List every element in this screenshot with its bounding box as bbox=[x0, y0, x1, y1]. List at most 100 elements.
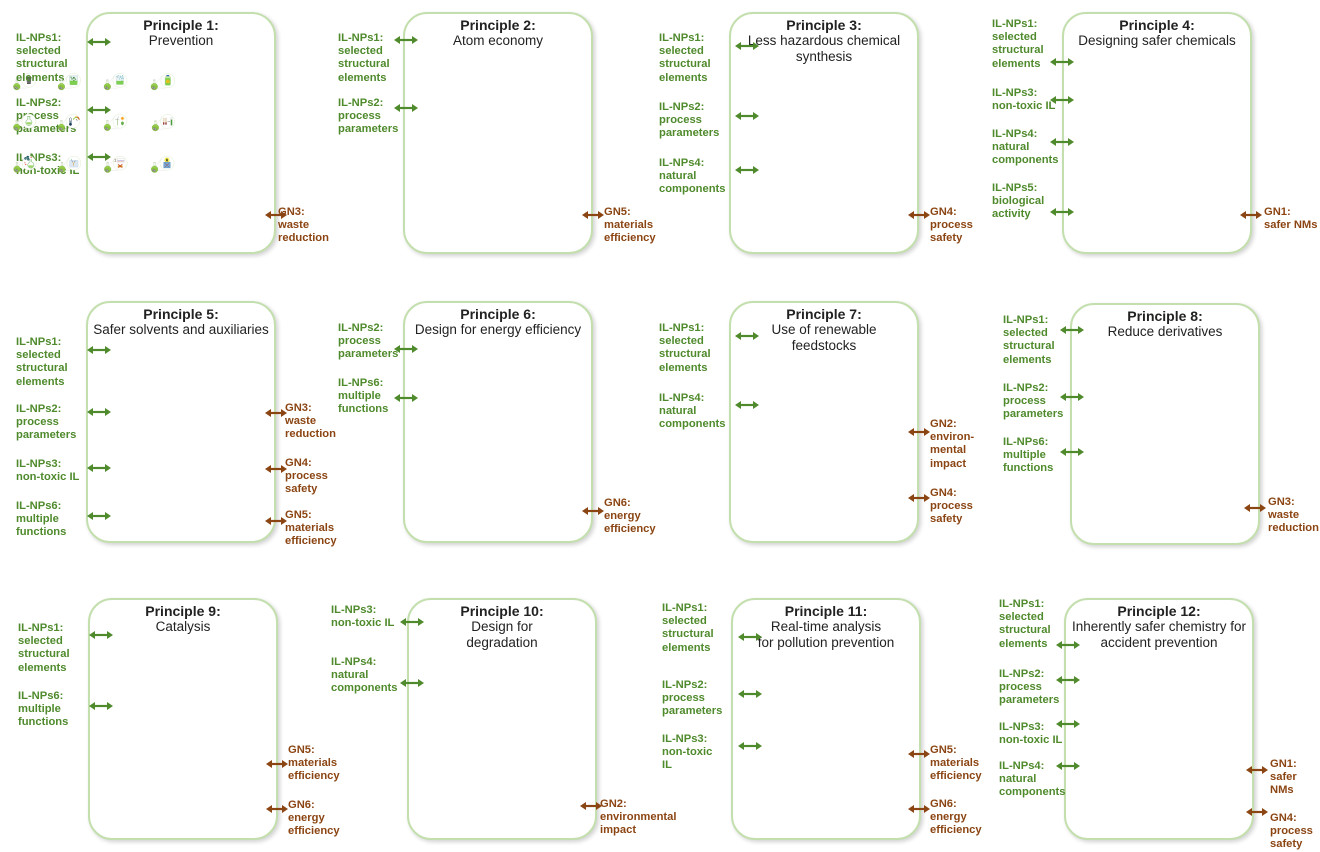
il-nps-label: IL-NPs1:selected structural elements bbox=[999, 598, 1051, 651]
il-nps-description: non-toxic IL bbox=[662, 746, 712, 772]
link-arrow bbox=[908, 494, 930, 502]
il-nps-label: IL-NPs2:process parameters bbox=[16, 403, 76, 443]
il-nps-code: IL-NPs4: bbox=[331, 656, 398, 669]
principle-name: Real-time analysis for pollution prevent… bbox=[737, 619, 915, 651]
il-nps-description: selected structural elements bbox=[18, 635, 70, 675]
gn-label: GN4:process safety bbox=[1270, 812, 1313, 852]
link-arrow bbox=[908, 211, 930, 219]
principle-illustration bbox=[0, 0, 186, 238]
il-nps-label: IL-NPs1:selected structural elements bbox=[992, 18, 1044, 71]
link-arrow bbox=[394, 104, 418, 112]
il-nps-label: IL-NPs4:natural components bbox=[659, 392, 726, 432]
gn-code: GN4: bbox=[930, 487, 973, 500]
link-arrow bbox=[87, 512, 111, 520]
gn-description: safer NMs bbox=[1270, 771, 1297, 797]
il-nps-label: IL-NPs1:selected structural elements bbox=[659, 32, 711, 85]
gn-description: environmental impact bbox=[600, 811, 676, 837]
il-nps-code: IL-NPs3: bbox=[662, 733, 712, 746]
gn-description: energy efficiency bbox=[930, 811, 982, 837]
il-nps-description: non-toxic IL bbox=[16, 471, 79, 484]
il-nps-description: non-toxic IL bbox=[992, 100, 1055, 113]
il-nps-code: IL-NPs2: bbox=[1003, 382, 1063, 395]
il-nps-label: IL-NPs2:process parameters bbox=[659, 101, 719, 141]
gn-code: GN3: bbox=[285, 402, 336, 415]
il-nps-description: process parameters bbox=[16, 416, 76, 442]
il-nps-code: IL-NPs2: bbox=[659, 101, 719, 114]
link-arrow bbox=[1246, 808, 1268, 816]
il-nps-label: IL-NPs3:non-toxic IL bbox=[999, 721, 1062, 747]
il-nps-code: IL-NPs5: bbox=[992, 182, 1044, 195]
gn-label: GN4:process safety bbox=[930, 206, 973, 246]
il-nps-label: IL-NPs4:natural components bbox=[992, 128, 1059, 168]
principle-name: Design for energy efficiency bbox=[409, 322, 587, 338]
link-arrow bbox=[394, 345, 418, 353]
link-arrow bbox=[87, 408, 111, 416]
il-nps-code: IL-NPs1: bbox=[1003, 314, 1055, 327]
link-arrow bbox=[1056, 762, 1080, 770]
link-arrow bbox=[394, 394, 418, 402]
il-nps-code: IL-NPs4: bbox=[659, 392, 726, 405]
principle-title: Principle 4: bbox=[1068, 17, 1246, 33]
il-nps-code: IL-NPs1: bbox=[999, 598, 1051, 611]
il-nps-label: IL-NPs6:multiple functions bbox=[338, 377, 388, 417]
il-nps-code: IL-NPs6: bbox=[338, 377, 388, 390]
il-nps-description: non-toxic IL bbox=[999, 734, 1062, 747]
gn-code: GN4: bbox=[930, 206, 973, 219]
principle-card: Principle 8:Reduce derivatives bbox=[1070, 303, 1260, 545]
il-nps-code: IL-NPs2: bbox=[338, 97, 398, 110]
link-arrow bbox=[582, 507, 604, 515]
link-arrow bbox=[87, 346, 111, 354]
il-nps-code: IL-NPs1: bbox=[18, 622, 70, 635]
link-arrow bbox=[89, 702, 113, 710]
il-nps-description: biological activity bbox=[992, 195, 1044, 221]
il-nps-description: selected structural elements bbox=[1003, 327, 1055, 367]
principle-title: Principle 6: bbox=[409, 306, 587, 322]
link-arrow bbox=[908, 805, 930, 813]
il-nps-description: natural components bbox=[331, 669, 398, 695]
gn-label: GN1:safer NMs bbox=[1270, 758, 1297, 798]
il-nps-code: IL-NPs1: bbox=[16, 336, 68, 349]
link-arrow bbox=[400, 618, 424, 626]
il-nps-label: IL-NPs3:non-toxic IL bbox=[331, 604, 394, 630]
gn-description: energy efficiency bbox=[604, 510, 656, 536]
gn-label: GN2:environ- mental impact bbox=[930, 418, 974, 471]
il-nps-label: IL-NPs6:multiple functions bbox=[1003, 436, 1053, 476]
link-arrow bbox=[1056, 676, 1080, 684]
link-arrow bbox=[87, 464, 111, 472]
link-arrow bbox=[1050, 138, 1074, 146]
il-nps-code: IL-NPs2: bbox=[662, 679, 722, 692]
link-arrow bbox=[89, 631, 113, 639]
link-arrow bbox=[735, 42, 759, 50]
il-nps-code: IL-NPs3: bbox=[16, 458, 79, 471]
il-nps-label: IL-NPs1:selected structural elements bbox=[659, 322, 711, 375]
gn-label: GN6:energy efficiency bbox=[604, 497, 656, 537]
il-nps-label: IL-NPs2:process parameters bbox=[1003, 382, 1063, 422]
principle-card: Principle 2:Atom economy bbox=[403, 12, 593, 254]
link-arrow bbox=[265, 465, 287, 473]
il-nps-code: IL-NPs6: bbox=[16, 500, 66, 513]
gn-code: GN2: bbox=[600, 798, 676, 811]
principle-title: Principle 9: bbox=[94, 603, 272, 619]
il-nps-code: IL-NPs1: bbox=[659, 322, 711, 335]
gn-label: GN4:process safety bbox=[930, 487, 973, 527]
il-nps-description: process parameters bbox=[662, 692, 722, 718]
gn-code: GN5: bbox=[604, 206, 656, 219]
il-nps-label: IL-NPs6:multiple functions bbox=[18, 690, 68, 730]
link-arrow bbox=[1056, 720, 1080, 728]
il-nps-code: IL-NPs1: bbox=[992, 18, 1044, 31]
il-nps-description: non-toxic IL bbox=[331, 617, 394, 630]
principle-card: Principle 12:Inherently safer chemistry … bbox=[1064, 598, 1254, 840]
il-nps-description: process parameters bbox=[659, 114, 719, 140]
gn-description: waste reduction bbox=[285, 415, 336, 441]
il-nps-label: IL-NPs3:non-toxic IL bbox=[992, 87, 1055, 113]
principle-title: Principle 3: bbox=[735, 17, 913, 33]
il-nps-label: IL-NPs1:selected structural elements bbox=[1003, 314, 1055, 367]
link-arrow bbox=[735, 112, 759, 120]
gn-code: GN6: bbox=[604, 497, 656, 510]
link-arrow bbox=[1050, 58, 1074, 66]
link-arrow bbox=[908, 428, 930, 436]
principle-title: Principle 8: bbox=[1076, 308, 1254, 324]
gn-label: GN2:environmental impact bbox=[600, 798, 676, 838]
gn-label: GN6:energy efficiency bbox=[288, 799, 340, 839]
